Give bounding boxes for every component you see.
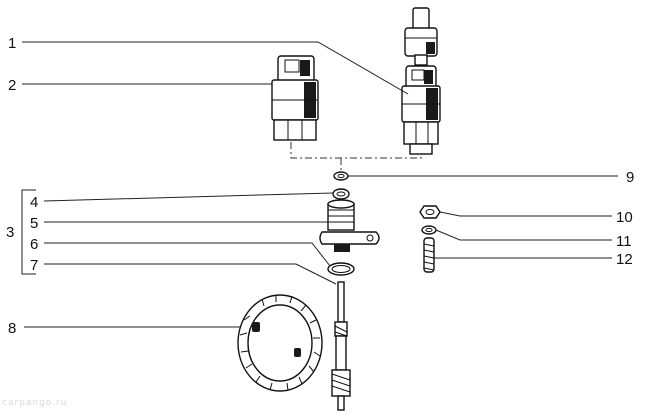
drive-shaft — [331, 281, 351, 411]
callout-9: 9 — [626, 169, 634, 186]
leader-line-1 — [22, 41, 409, 95]
gear-ring — [237, 294, 323, 392]
callout-1: 1 — [8, 35, 16, 52]
assembly-line — [290, 142, 422, 172]
callout-8: 8 — [8, 320, 16, 337]
group-bracket — [21, 189, 36, 275]
callout-5: 5 — [30, 215, 38, 232]
speed-sensor-left — [271, 55, 319, 141]
washer-4 — [332, 188, 350, 200]
leader-line-6 — [44, 242, 331, 267]
callout-11: 11 — [616, 233, 632, 250]
washer-9 — [333, 171, 349, 181]
callout-7: 7 — [30, 257, 38, 274]
callout-10: 10 — [616, 209, 633, 226]
leader-line-7 — [44, 263, 337, 285]
o-ring — [327, 262, 355, 276]
stud — [423, 237, 435, 273]
lock-washer — [421, 225, 437, 235]
nut — [419, 205, 441, 219]
connector-plug — [404, 7, 438, 66]
leader-line-4 — [43, 192, 334, 202]
callout-2: 2 — [8, 77, 16, 94]
leader-line-11 — [435, 229, 612, 241]
callout-3: 3 — [6, 224, 14, 241]
leader-line-10 — [439, 211, 612, 217]
watermark-text: carpango.ru — [2, 398, 68, 408]
callout-6: 6 — [30, 236, 38, 253]
housing-adapter — [319, 199, 380, 252]
callout-12: 12 — [616, 251, 633, 268]
callout-4: 4 — [30, 194, 38, 211]
speed-sensor-right — [401, 65, 441, 155]
